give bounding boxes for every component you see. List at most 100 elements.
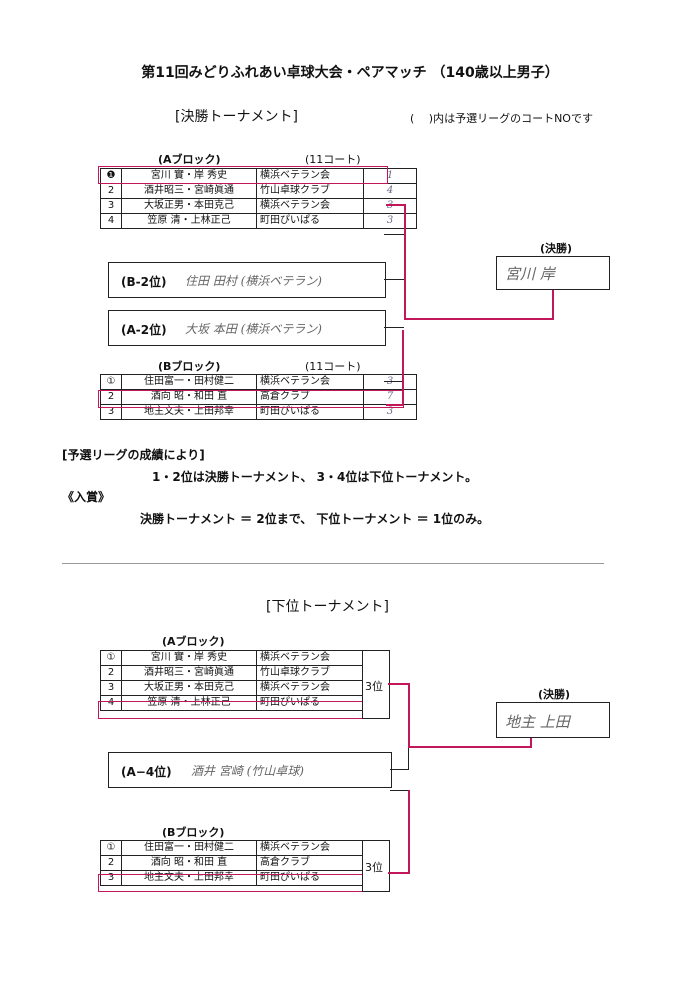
row-number: 4 [100,695,122,711]
lower-b-place: 3位 [365,861,383,874]
lower-final-label: (決勝) [538,688,571,701]
bracket-line [408,683,410,748]
table-row: 2 酒井昭三・宮崎眞通 竹山卓球クラブ [100,665,364,681]
a2-handwriting: 大坂 本田 (横浜ベテラン) [185,322,322,336]
pair-names: 宮川 實・岸 秀史 [121,650,257,666]
bracket-line [390,769,408,770]
row-number: ① [100,650,122,666]
bracket-line [384,279,404,280]
bracket-line [388,872,410,874]
row-number: ① [100,840,122,856]
table-row: 4 笠原 清・上林正己 町田ぴいぱる 3 [100,213,417,229]
a2-box: (A-2位) 大坂 本田 (横浜ベテラン) [108,310,386,346]
a2-label: (A-2位) [121,323,167,337]
bracket-line [408,746,532,748]
table-row: 3 地主文夫・上田邦幸 町田ぴいぱる 3 [100,404,417,420]
table-row: 3 大坂正男・本田克己 横浜ベテラン会 3 [100,198,417,214]
lower-tournament-title: [下位トーナメント] [266,599,389,615]
b2-box: (B-2位) 住田 田村 (横浜ベテラン) [108,262,386,298]
lower-a-place: 3位 [365,680,383,693]
pair-names: 住田富一・田村健二 [121,840,257,856]
club-name: 横浜ベテラン会 [256,840,364,856]
bracket-line [402,330,404,406]
table-row: ① 住田富一・田村健二 横浜ベテラン会 [100,840,364,856]
pair-names: 住田富一・田村健二 [121,374,257,390]
lower-block-b-label: (Bブロック) [162,826,225,839]
row-number: 2 [100,855,122,871]
club-name: 町田ぴいぱる [256,695,364,711]
b2-handwriting: 住田 田村 (横浜ベテラン) [185,274,322,288]
lower-a-place-box: 3位 [362,650,390,719]
bracket-line [408,790,410,874]
winner-highlight [98,166,388,184]
club-name: 高倉クラブ [256,855,364,871]
pair-names: 酒向 昭・和田 直 [121,855,257,871]
b2-label: (B-2位) [121,275,167,289]
block-b-court: (11コート) [305,360,361,373]
rules-line-1: 1・2位は決勝トーナメント、 3・4位は下位トーナメント。 [152,470,478,484]
club-name: 横浜ベテラン会 [256,650,364,666]
bracket-line [408,748,409,770]
bracket-line [530,736,532,748]
lower-block-b-table: ① 住田富一・田村健二 横浜ベテラン会 2 酒向 昭・和田 直 高倉クラブ 3 … [100,840,364,886]
final-winner-box: 宮川 岸 [496,256,610,290]
block-b-label: (Bブロック) [158,360,221,373]
block-a-court: (11コート) [305,153,361,166]
third-place-highlight [98,874,364,892]
row-number: 3 [100,680,122,696]
table-row: ① 住田富一・田村健二 横浜ベテラン会 3 [100,374,417,390]
pair-names: 酒井昭三・宮崎眞通 [121,665,257,681]
club-name: 竹山卓球クラブ [256,183,364,199]
handwritten-rank: 4 [363,183,417,199]
a4-label: (A−4位) [121,765,172,779]
pair-names: 大坂正男・本田克己 [121,198,257,214]
table-row: 4 笠原 清・上林正己 町田ぴいぱる [100,695,364,711]
bracket-line [388,683,410,685]
lower-final-winner-handwriting: 地主 上田 [505,713,570,731]
section-divider [62,563,604,564]
lower-block-a-table: ① 宮川 實・岸 秀史 横浜ベテラン会 2 酒井昭三・宮崎眞通 竹山卓球クラブ … [100,650,364,711]
bracket-line [386,404,404,406]
block-a-label: (Aブロック) [158,153,221,166]
rules-line-2: 決勝トーナメント ＝ 2位まで、 下位トーナメント ＝ 1位のみ。 [140,512,490,526]
table-row: 2 酒井昭三・宮崎眞通 竹山卓球クラブ 4 [100,183,417,199]
club-name: 横浜ベテラン会 [256,680,364,696]
handwritten-rank: 3 [363,198,417,214]
final-tournament-title: [決勝トーナメント] [175,109,298,125]
pair-names: 酒井昭三・宮崎眞通 [121,183,257,199]
lower-b-place-box: 3位 [362,840,390,892]
a4-handwriting: 酒井 宮崎 (竹山卓球) [191,764,304,778]
table-row: 3 大坂正男・本田克己 横浜ベテラン会 [100,680,364,696]
table-row: ① 宮川 實・岸 秀史 横浜ベテラン会 [100,650,364,666]
bracket-line [404,204,406,318]
club-name: 町田ぴいぱる [256,213,364,229]
upper-block-a-table: ❶ 宮川 實・岸 秀史 横浜ベテラン会 1 2 酒井昭三・宮崎眞通 竹山卓球クラ… [100,168,417,229]
winner-highlight [98,390,404,408]
bracket-line [386,204,406,206]
rules-heading: [予選リーグの成績により] [62,448,205,462]
award-heading: 《入賞》 [62,490,111,504]
pair-names: 大坂正男・本田克己 [121,680,257,696]
handwritten-rank: 3 [363,374,417,390]
page-title: 第11回みどりふれあい卓球大会・ペアマッチ （140歳以上男子） [141,65,559,81]
final-label: (決勝) [540,242,573,255]
row-number: 4 [100,213,122,229]
pair-names: 笠原 清・上林正己 [121,213,257,229]
bracket-line [384,327,404,328]
third-place-highlight [98,701,364,719]
bracket-line [384,234,404,235]
court-note: ( )内は予選リーグのコートNOです [410,112,593,125]
row-number: 2 [100,183,122,199]
club-name: 横浜ベテラン会 [256,374,364,390]
bracket-line [552,288,554,320]
a4-box: (A−4位) 酒井 宮崎 (竹山卓球) [108,752,392,788]
final-winner-handwriting: 宮川 岸 [505,265,555,283]
row-number: 2 [100,665,122,681]
club-name: 竹山卓球クラブ [256,665,364,681]
bracket-line [390,790,408,791]
pair-names: 笠原 清・上林正己 [121,695,257,711]
row-number: 3 [100,198,122,214]
club-name: 横浜ベテラン会 [256,198,364,214]
lower-final-winner-box: 地主 上田 [496,702,610,738]
lower-block-a-label: (Aブロック) [162,635,225,648]
